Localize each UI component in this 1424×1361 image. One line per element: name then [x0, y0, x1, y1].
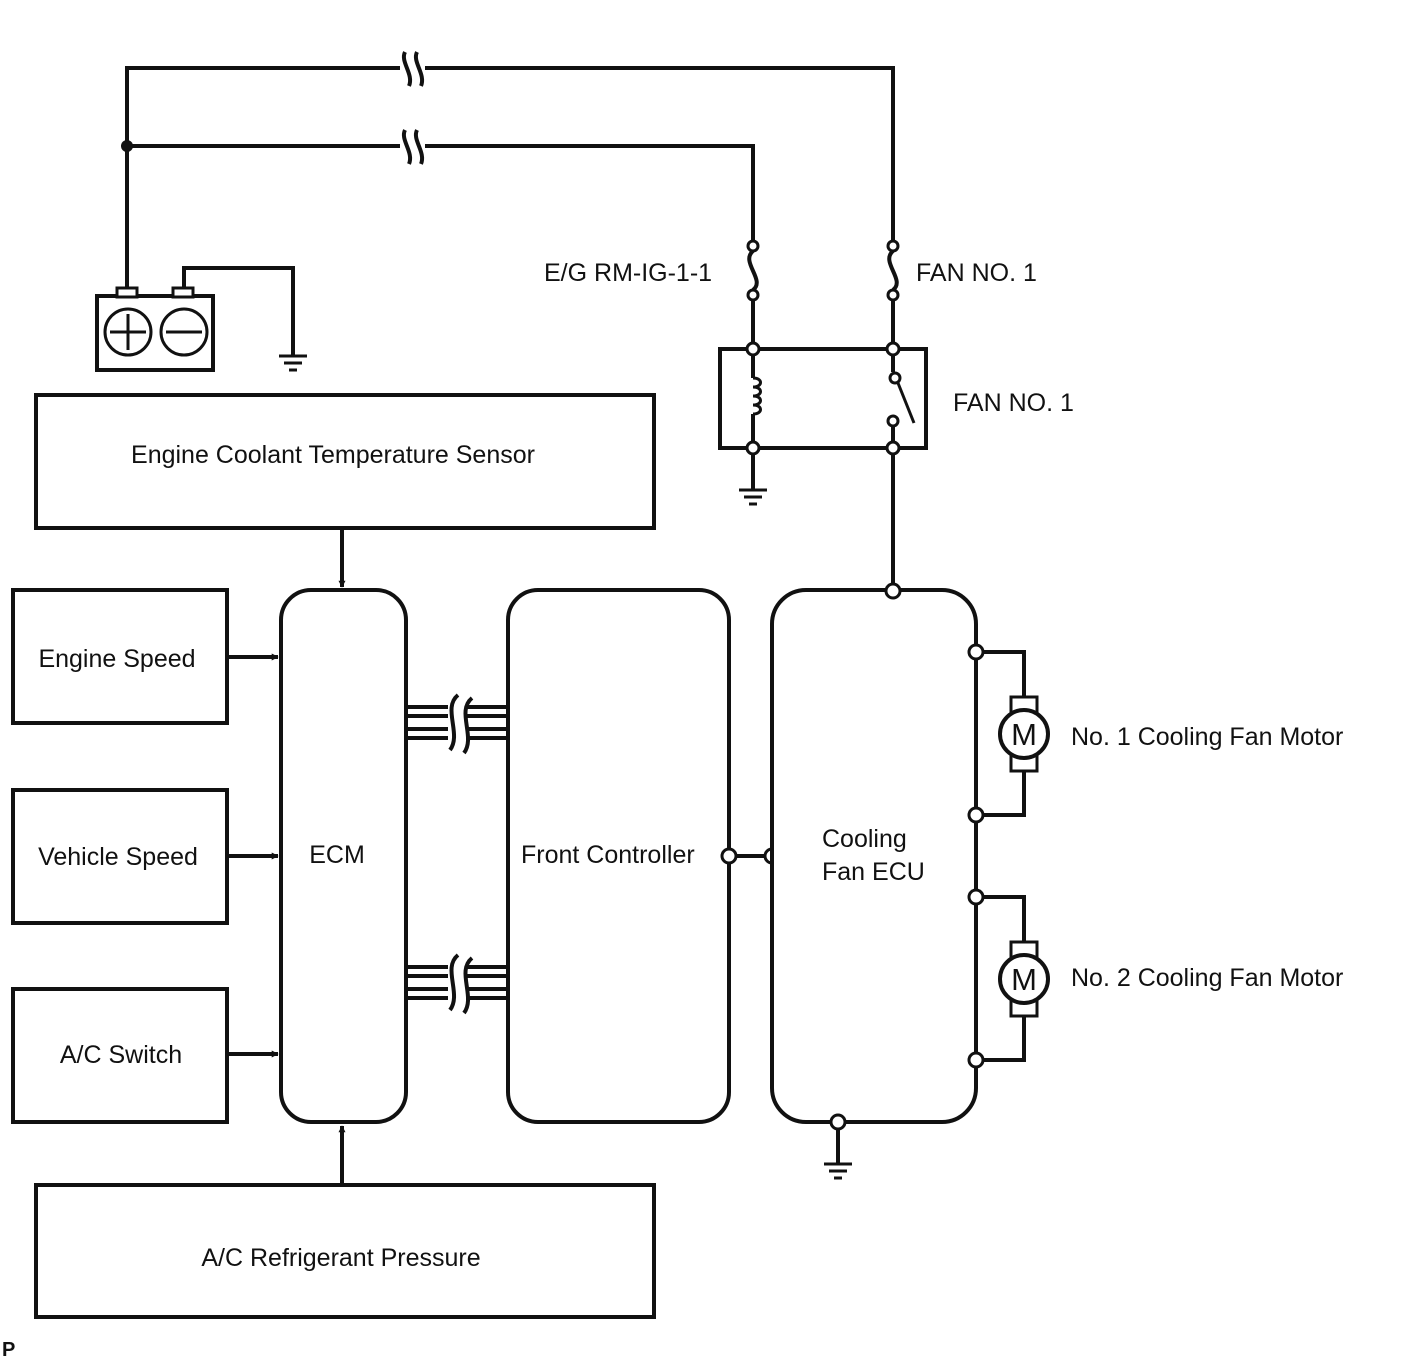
wire-break-icon [448, 693, 460, 752]
motor-2-icon: M [998, 940, 1050, 1018]
bus-lower [408, 953, 508, 1015]
cooling-fan-ecu-label-line2: Fan ECU [822, 858, 925, 886]
connector-terminal [967, 806, 985, 824]
ects-label: Engine Coolant Temperature Sensor [131, 441, 535, 469]
fuse-fan-icon [886, 239, 900, 302]
ecm-box [279, 588, 408, 1124]
connector-terminal [967, 1051, 985, 1069]
battery-icon [95, 286, 215, 372]
wire-break-icon [401, 51, 413, 87]
ground-icon [279, 354, 307, 372]
vehicle-speed-label: Vehicle Speed [38, 843, 198, 871]
cooling-fan-ecu-label-line1: Cooling [822, 825, 907, 853]
ac-pressure-label: A/C Refrigerant Pressure [201, 1244, 480, 1272]
wire-break-icon [401, 129, 413, 165]
connector-terminal [829, 1113, 847, 1131]
fuse-fan-label: FAN NO. 1 [916, 259, 1037, 287]
ground-icon [824, 1162, 852, 1180]
fuse-eg-label: E/G RM-IG-1-1 [544, 259, 712, 287]
vehicle-speed-box [11, 788, 229, 925]
connector-terminal [884, 582, 902, 600]
connector-terminal [967, 888, 985, 906]
cooling-fan-ecu-box [770, 588, 978, 1124]
motor-1-label: No. 1 Cooling Fan Motor [1071, 723, 1343, 751]
relay-switch-icon [896, 382, 916, 424]
ects-box [34, 393, 656, 530]
engine-speed-box [11, 588, 229, 725]
motor-2-label: No. 2 Cooling Fan Motor [1071, 964, 1343, 992]
ac-switch-box [11, 987, 229, 1124]
bus-upper [408, 693, 508, 755]
motor-1-icon: M [998, 695, 1050, 773]
ac-switch-label: A/C Switch [60, 1041, 182, 1069]
motor-2-symbol: M [1011, 962, 1037, 997]
relay-coil-icon [752, 376, 762, 416]
junction-dot [121, 140, 133, 152]
ac-pressure-box [34, 1183, 656, 1319]
corner-mark: P [2, 1339, 15, 1361]
fuse-eg-rm-ig-icon [746, 239, 760, 302]
fan-relay [718, 341, 928, 456]
ground-icon [739, 488, 767, 506]
relay-fan-label: FAN NO. 1 [953, 389, 1074, 417]
connector-terminal [967, 643, 985, 661]
front-controller-label: Front Controller [521, 841, 695, 869]
engine-speed-label: Engine Speed [38, 645, 195, 673]
connector-terminal [720, 847, 738, 865]
wire-break-icon [448, 953, 460, 1012]
supply-wires [121, 51, 895, 290]
motor-1-symbol: M [1011, 717, 1037, 752]
ecm-label: ECM [309, 841, 365, 869]
